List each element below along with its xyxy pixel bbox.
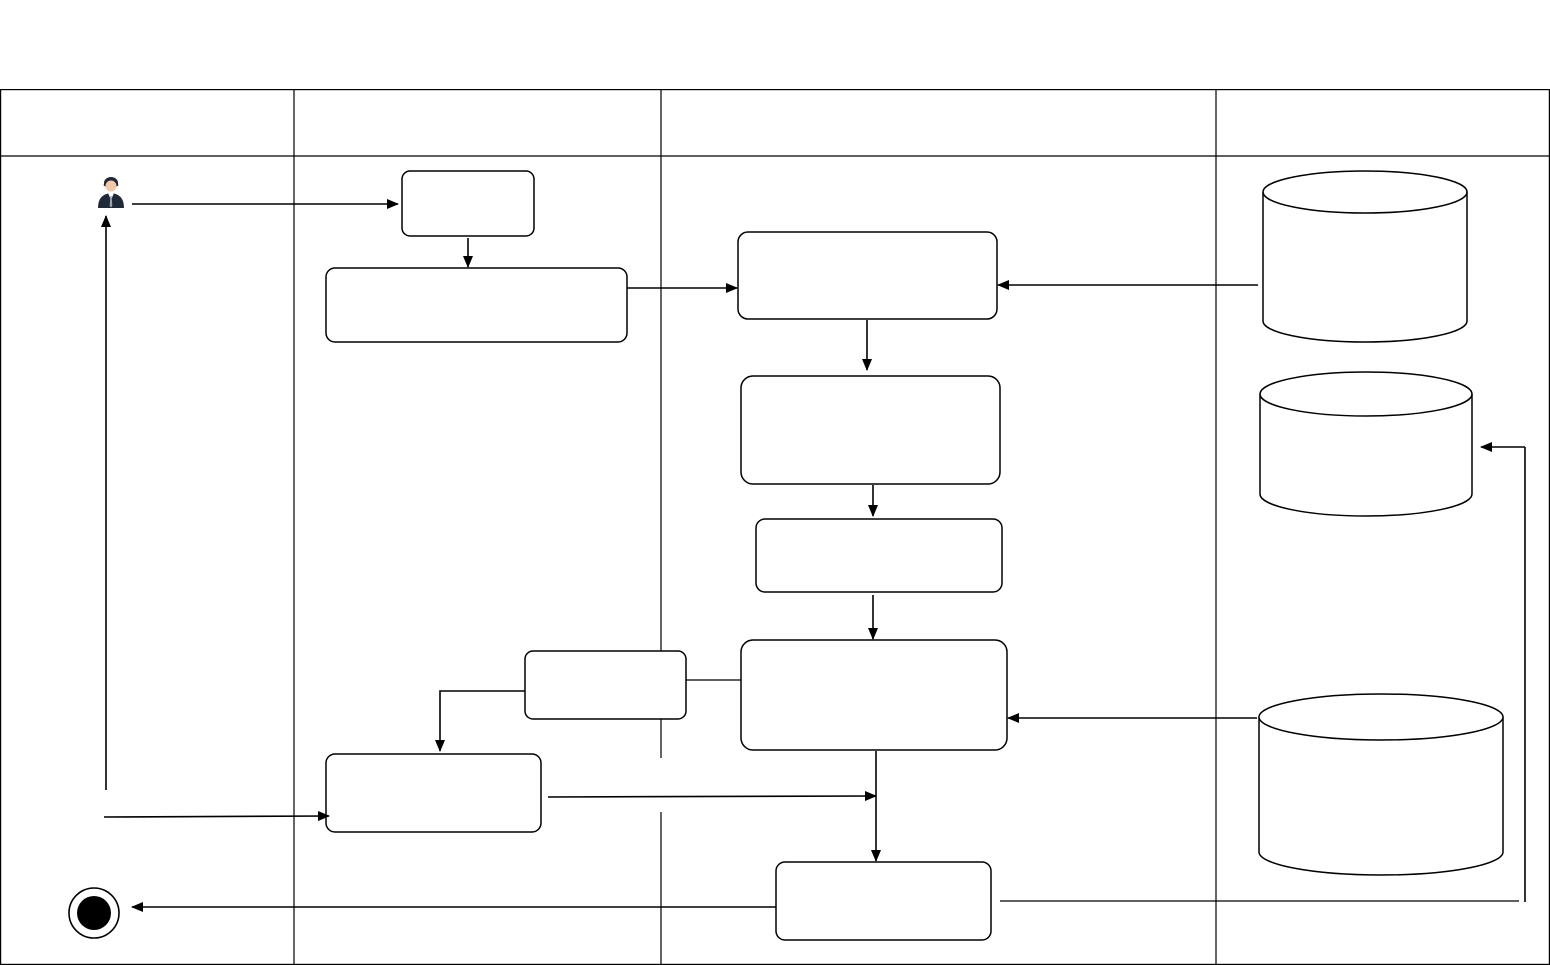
person-icon <box>98 177 124 208</box>
process-boxes <box>325 170 1008 941</box>
connectors <box>101 199 1526 912</box>
process-box-g <box>524 650 687 720</box>
datastore-2 <box>1259 371 1473 517</box>
datastore-1 <box>1262 170 1468 343</box>
arrow-box-g-to-box-h <box>435 690 525 752</box>
process-box-b <box>325 267 628 343</box>
process-box-a <box>401 170 535 237</box>
process-box-h <box>325 753 542 833</box>
swimlane-frame <box>0 88 1550 965</box>
process-box-e <box>755 518 1003 593</box>
process-box-i <box>775 861 992 941</box>
process-box-d <box>740 375 1001 485</box>
arrow-left-to-box-h <box>103 811 330 822</box>
end-state-icon <box>68 887 120 939</box>
swimlane-border <box>0 88 1550 965</box>
datastore-3 <box>1258 693 1504 876</box>
process-box-c <box>737 231 998 320</box>
arrow-box-h-to-flow <box>547 791 877 802</box>
process-box-f <box>740 639 1008 751</box>
